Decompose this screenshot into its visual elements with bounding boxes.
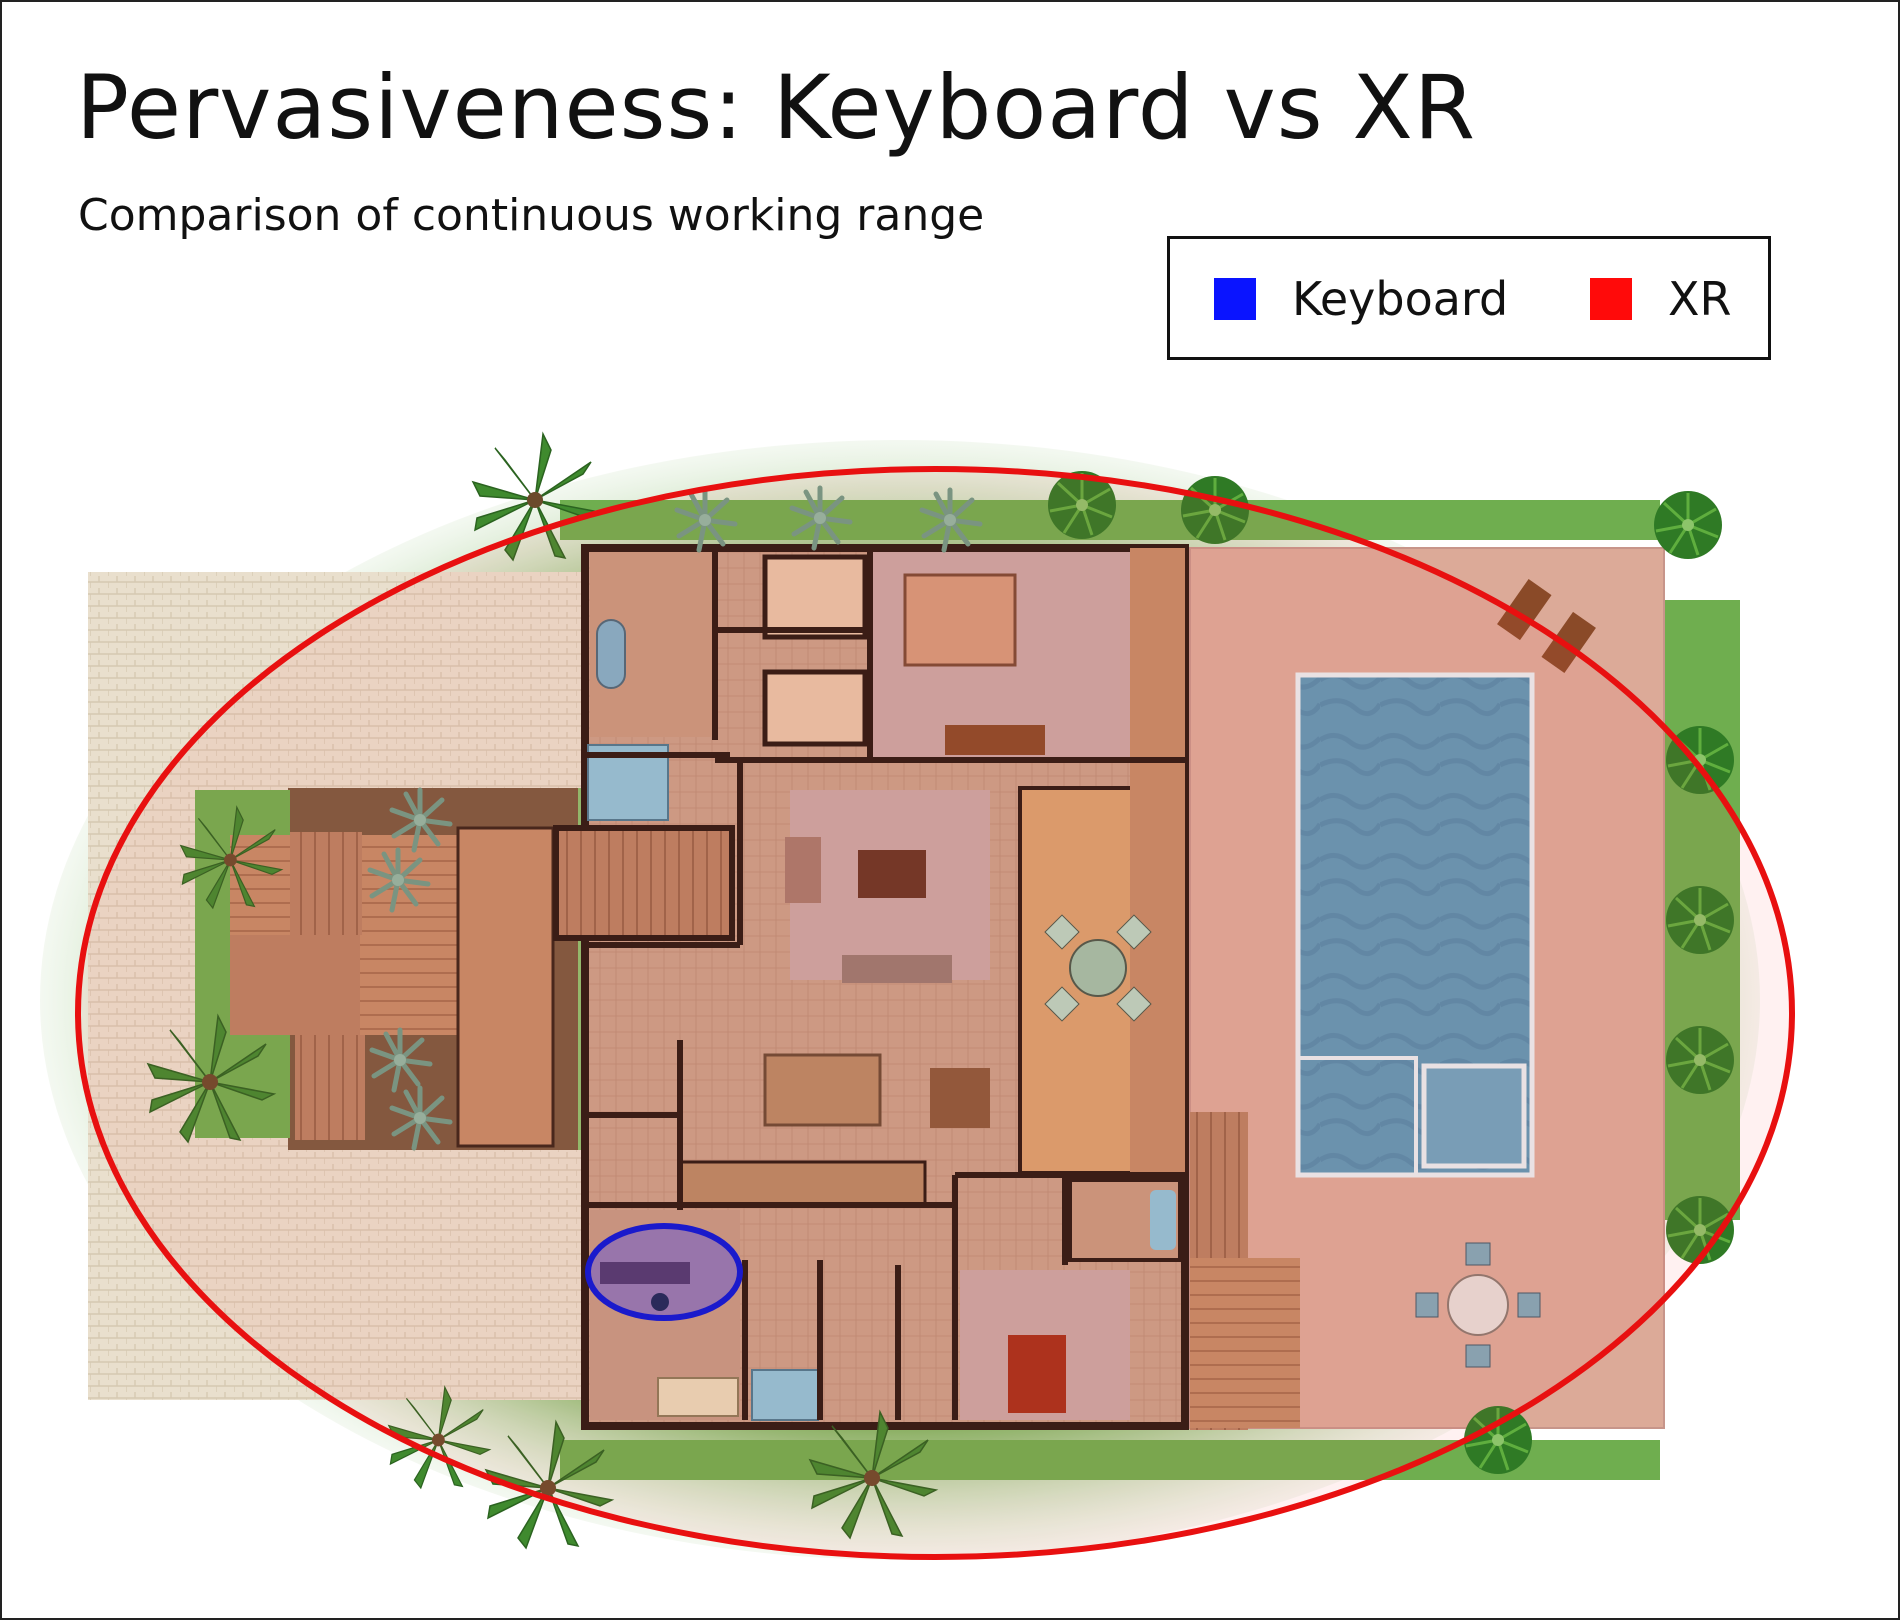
pool — [1295, 672, 1535, 1178]
office-chair-icon — [651, 1293, 669, 1311]
house — [553, 544, 1189, 1430]
deck-boardwalk — [1190, 1112, 1300, 1430]
desk-icon — [600, 1262, 690, 1284]
sun-lounger-icon — [1497, 579, 1596, 673]
xr-range-ellipse — [75, 466, 1795, 1560]
legend-item-keyboard: Keyboard — [1214, 272, 1508, 326]
entry-boardwalk — [230, 826, 555, 1148]
legend-item-xr: XR — [1590, 272, 1731, 326]
legend-label-keyboard: Keyboard — [1292, 272, 1509, 326]
keyboard-range — [585, 1223, 743, 1321]
figure-title: Pervasiveness: Keyboard vs XR — [76, 56, 1476, 159]
figure-subtitle: Comparison of continuous working range — [78, 190, 985, 241]
pool-table-icon — [1415, 1242, 1541, 1368]
patio-table-icon — [1044, 914, 1152, 1022]
legend-label-xr: XR — [1668, 272, 1732, 326]
legend-swatch-xr — [1590, 278, 1632, 320]
legend: Keyboard XR — [1167, 236, 1771, 360]
legend-swatch-keyboard — [1214, 278, 1256, 320]
